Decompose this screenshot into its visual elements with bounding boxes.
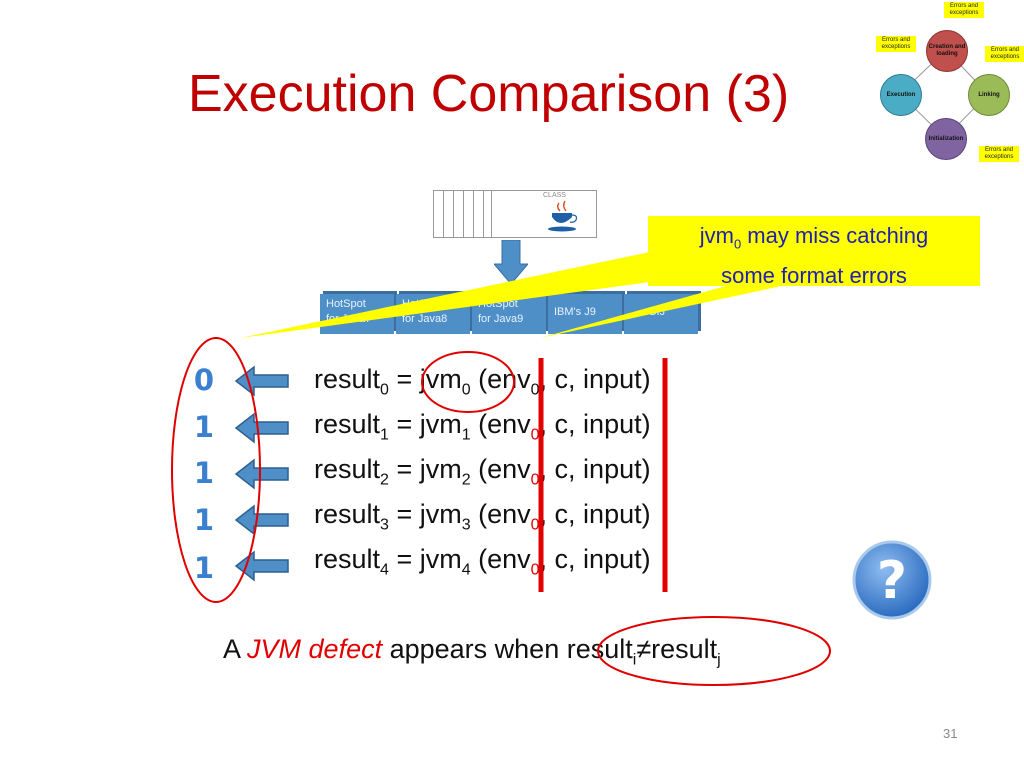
java-cup-icon [548,200,578,232]
jvm-name: IBM's J9 [554,306,596,318]
callout-note: jvm0 may miss catching some format error… [648,216,980,288]
lifecycle-step-initialization: Initialization [925,118,967,160]
digits-circle [171,337,261,603]
help-question-icon[interactable]: ? [852,540,936,624]
result-digit: 1 [193,503,215,537]
jvm0-circle [421,351,515,413]
inequality-circle [597,616,831,686]
lifecycle-step-linking: Linking [968,74,1010,116]
jvm-name: HotSpot [326,298,366,310]
jvm-version: for Java8 [402,313,448,325]
defect-definition: A JVM defect appears when resulti≠result… [223,634,721,669]
result-digit: 1 [193,456,215,490]
result-digit: 0 [193,363,215,397]
error-label: Errors and exceptions [944,2,984,18]
down-arrow-icon [494,240,528,284]
error-label: Errors and exceptions [979,146,1019,162]
callout-line-1: jvm0 may miss catching [699,223,929,252]
svg-text:?: ? [877,551,907,611]
class-page [491,190,597,238]
result-digit: 1 [193,410,215,444]
result-equation: result2 = jvm2 (env0, c, input) [314,454,651,489]
result-equation: result3 = jvm3 (env0, c, input) [314,499,651,534]
callout-line-2: some format errors [721,263,907,289]
result-equation: result1 = jvm1 (env0, c, input) [314,409,651,444]
lifecycle-step-execution: Execution [880,74,922,116]
result-equation: result4 = jvm4 (env0, c, input) [314,544,651,579]
slide-title: Execution Comparison (3) [188,65,790,123]
result-equation: result0 = jvm0 (env0, c, input) [314,364,651,399]
error-label: Errors and exceptions [985,46,1024,62]
class-file-stack: CLASS [433,190,597,238]
page-number: 31 [943,726,958,741]
jvm-version: for Java9 [478,313,524,325]
class-label: CLASS [543,192,566,199]
error-label: Errors and exceptions [876,36,916,52]
lifecycle-step-creation: Creation and loading [926,30,968,72]
result-digit: 1 [193,551,215,585]
